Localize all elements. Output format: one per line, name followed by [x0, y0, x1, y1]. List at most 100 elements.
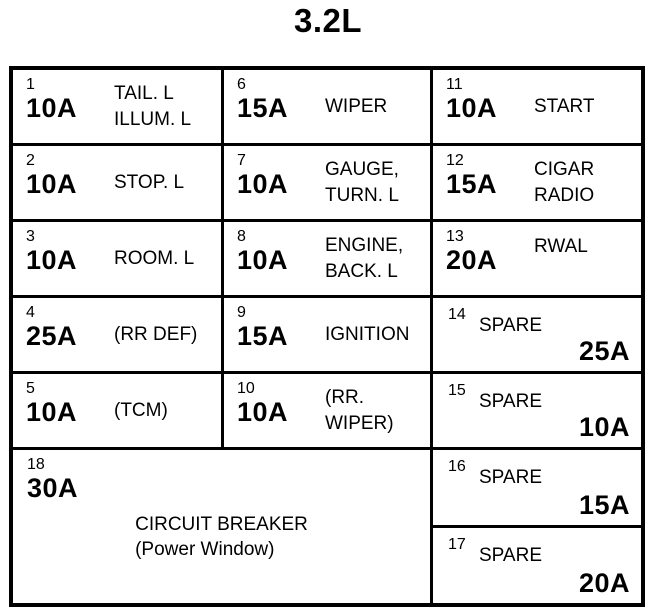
- diagram-title: 3.2L: [293, 2, 363, 39]
- fuse-left: 2 10A: [13, 146, 100, 219]
- fuse-amp: 20A: [578, 568, 630, 598]
- fuse-number: 17: [448, 536, 466, 553]
- fuse-number: 10: [237, 380, 255, 397]
- fuse-amp: 10A: [26, 169, 78, 200]
- fuse-label: START: [520, 94, 595, 120]
- fuse-label-line1: (RR DEF): [114, 323, 198, 345]
- fuse-amp: 15A: [237, 93, 289, 124]
- fuse-left: 10 10A: [224, 374, 311, 447]
- fuse-label-line1: GAUGE,: [325, 158, 399, 180]
- fuse-cell-9: 9 15A IGNITION: [224, 298, 430, 371]
- fuse-label: WIPER: [311, 94, 387, 120]
- fuse-left: 3 10A: [13, 222, 100, 295]
- fuse-label-line1: (TCM): [114, 399, 168, 421]
- fuse-label-line1: WIPER: [325, 95, 388, 117]
- fuse-label: CIGAR RADIO: [520, 157, 594, 208]
- fuse-label-line1: (RR.: [325, 386, 365, 408]
- fuse-cell-2: 2 10A STOP. L: [13, 146, 221, 219]
- fuse-left: 9 15A: [224, 298, 311, 371]
- fuse-label: GAUGE, TURN. L: [311, 157, 399, 208]
- fuse-amp: 10A: [237, 169, 289, 200]
- fuse-amp: 10A: [237, 397, 289, 428]
- fuse-label-line1: STOP. L: [114, 171, 185, 193]
- fuse-number: 8: [237, 228, 246, 245]
- fuse-left: 11 10A: [433, 70, 520, 143]
- fuse-label: SPARE: [479, 467, 543, 488]
- fuse-label: (RR DEF): [100, 322, 197, 348]
- fuse-cell-3: 3 10A ROOM. L: [13, 222, 221, 295]
- fuse-left: 8 10A: [224, 222, 311, 295]
- fuse-number: 9: [237, 304, 246, 321]
- fuse-label-line1: ROOM. L: [114, 247, 195, 269]
- fuse-number: 15: [448, 382, 466, 399]
- fuse-label-line1: TAIL. L: [114, 82, 174, 104]
- fuse-number: 7: [237, 152, 246, 169]
- fuse-number: 18: [27, 456, 45, 473]
- fuse-number: 4: [26, 304, 35, 321]
- fuse-cell-16: 16 SPARE 15A: [433, 450, 641, 525]
- fuse-cell-4: 4 25A (RR DEF): [13, 298, 221, 371]
- fuse-label-line1: RWAL: [534, 236, 588, 257]
- fuse-cell-11: 11 10A START: [433, 70, 641, 143]
- fuse-label-line2: ILLUM. L: [114, 108, 192, 130]
- fuse-number: 12: [446, 152, 464, 169]
- fuse-left: 1 10A: [13, 70, 100, 143]
- breaker-label-line2: (Power Window): [135, 539, 275, 561]
- fuse-label: TAIL. L ILLUM. L: [100, 81, 191, 132]
- fuse-number: 16: [448, 458, 466, 475]
- fuse-cell-17: 17 SPARE 20A: [433, 528, 641, 603]
- fuse-left: 7 10A: [224, 146, 311, 219]
- fuse-cell-10: 10 10A (RR. WIPER): [224, 374, 430, 447]
- fuse-amp: 15A: [446, 169, 498, 200]
- fuse-number: 1: [26, 76, 35, 93]
- fuse-cell-8: 8 10A ENGINE, BACK. L: [224, 222, 430, 295]
- fuse-label: SPARE: [479, 391, 543, 412]
- fuse-label-line2: BACK. L: [325, 260, 398, 282]
- fuse-label: (RR. WIPER): [311, 385, 394, 436]
- fuse-cell-1: 1 10A TAIL. L ILLUM. L: [13, 70, 221, 143]
- fuse-left: 6 15A: [224, 70, 311, 143]
- fuse-amp: 15A: [578, 490, 630, 520]
- fuse-cell-15: 15 SPARE 10A: [433, 374, 641, 447]
- fuse-amp: 10A: [26, 397, 78, 428]
- fuse-label-line1: CIGAR: [534, 158, 595, 180]
- fuse-label-line1: START: [534, 95, 595, 117]
- fuse-amp: 20A: [446, 245, 498, 276]
- fuse-amp: 15A: [237, 321, 289, 352]
- circuit-breaker-label: CIRCUIT BREAKER (Power Window): [13, 512, 430, 562]
- fuse-cell-5: 5 10A (TCM): [13, 374, 221, 447]
- fuse-number: 2: [26, 152, 35, 169]
- breaker-label-line1: CIRCUIT BREAKER: [135, 514, 308, 535]
- fuse-label-line1: IGNITION: [325, 323, 410, 345]
- fuse-amp: 25A: [26, 321, 78, 352]
- fuse-number: 3: [26, 228, 35, 245]
- fuse-amp: 10A: [446, 93, 498, 124]
- fuse-grid: 1 10A TAIL. L ILLUM. L 6 15A WIPER 11 10…: [9, 66, 645, 607]
- fuse-label-line2: RADIO: [534, 184, 595, 206]
- fuse-number: 13: [446, 228, 464, 245]
- fuse-left: 12 15A: [433, 146, 520, 219]
- fuse-label: SPARE: [479, 545, 543, 566]
- fuse-cell-6: 6 15A WIPER: [224, 70, 430, 143]
- fuse-cell-12: 12 15A CIGAR RADIO: [433, 146, 641, 219]
- fuse-label: ROOM. L: [100, 246, 194, 272]
- fuse-label: STOP. L: [100, 170, 184, 196]
- fuse-amp: 10A: [578, 412, 630, 442]
- fuse-cell-14: 14 SPARE 25A: [433, 298, 641, 371]
- fuse-left: 4 25A: [13, 298, 100, 371]
- fuse-label-line2: WIPER): [325, 412, 394, 434]
- fuse-cell-18: 18 30A CIRCUIT BREAKER (Power Window): [13, 450, 430, 603]
- fuse-amp: 10A: [26, 93, 78, 124]
- fuse-label: SPARE: [479, 315, 543, 336]
- fuse-amp: 10A: [237, 245, 289, 276]
- fuse-label-line1: ENGINE,: [325, 234, 404, 256]
- fuse-amp: 25A: [578, 336, 630, 366]
- fuse-amp: 10A: [26, 245, 78, 276]
- fuse-number: 5: [26, 380, 35, 397]
- fuse-label: IGNITION: [311, 322, 409, 348]
- fuse-number: 11: [446, 76, 463, 93]
- fuse-cell-13: 13 20A RWAL: [433, 222, 641, 295]
- fuse-label-line2: TURN. L: [325, 184, 399, 206]
- fuse-left: 5 10A: [13, 374, 100, 447]
- fuse-number: 6: [237, 76, 246, 93]
